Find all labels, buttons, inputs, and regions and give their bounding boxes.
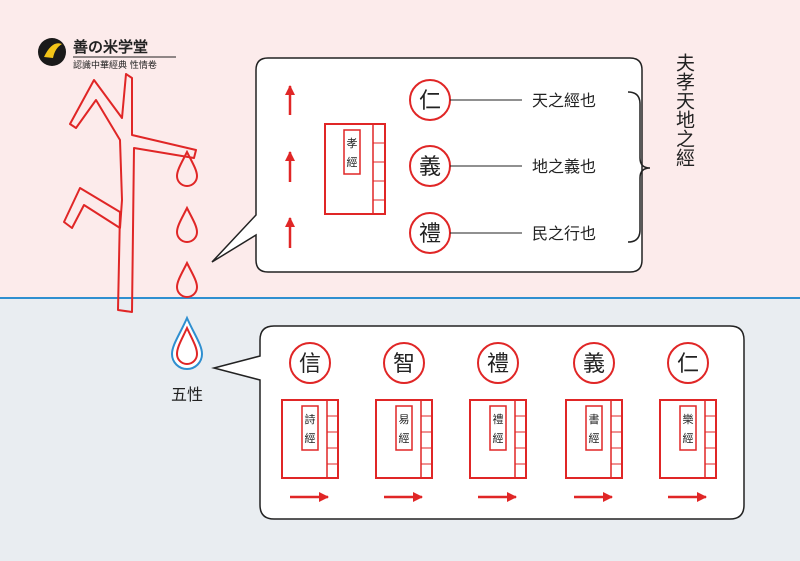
book-title-bottom: 經 bbox=[305, 431, 316, 445]
connector-lines bbox=[450, 99, 522, 234]
virtue-circle: 義 bbox=[419, 155, 441, 180]
book-yijing: 易 經 bbox=[375, 399, 433, 479]
summary-vertical: 夫孝天地之經 bbox=[673, 53, 695, 167]
logo: 善の米学堂 認識中華經典 性情卷 bbox=[38, 38, 176, 71]
statement: 地之義也 bbox=[532, 157, 596, 176]
book-shijing: 詩 經 bbox=[281, 399, 339, 479]
virtue-circle: 禮 bbox=[419, 222, 441, 247]
logo-title: 善の米学堂 bbox=[73, 38, 148, 56]
book-title-top: 書 bbox=[589, 412, 600, 426]
top-virtues: 仁 義 禮 bbox=[409, 79, 451, 254]
virtue-circle: 義 bbox=[583, 352, 605, 377]
virtue-circle: 仁 bbox=[419, 89, 441, 114]
virtue-circle: 信 bbox=[299, 352, 321, 377]
book-title-top: 易 bbox=[399, 413, 410, 426]
book-lijing: 禮 經 bbox=[469, 399, 527, 479]
virtue-circle: 禮 bbox=[487, 352, 509, 377]
book-title-top: 詩 bbox=[305, 413, 316, 426]
book-xiaojing: 孝 經 bbox=[324, 123, 386, 215]
bottom-virtues: 信 智 禮 義 仁 bbox=[289, 342, 709, 384]
statement: 民之行也 bbox=[532, 224, 596, 243]
statement: 天之經也 bbox=[532, 91, 596, 110]
book-title-top: 孝 bbox=[347, 137, 358, 150]
red-drops bbox=[175, 149, 199, 298]
book-title-bottom: 經 bbox=[589, 431, 600, 445]
book-title-bottom: 經 bbox=[683, 431, 694, 445]
brace bbox=[627, 91, 651, 243]
book-title-top: 樂 bbox=[683, 412, 694, 426]
book-title-top: 禮 bbox=[493, 413, 504, 426]
drop-icon bbox=[175, 205, 199, 243]
book-title-bottom: 經 bbox=[347, 155, 358, 169]
book-yuejing: 樂 經 bbox=[659, 399, 717, 479]
virtue-circle: 智 bbox=[393, 352, 415, 377]
drop-icon bbox=[175, 260, 199, 298]
book-shujing: 書 經 bbox=[565, 399, 623, 479]
tree bbox=[63, 73, 197, 313]
logo-subtitle: 認識中華經典 性情卷 bbox=[73, 59, 157, 71]
book-title-bottom: 經 bbox=[493, 431, 504, 445]
nature-label: 五性 bbox=[171, 385, 203, 404]
drop-icon bbox=[175, 149, 199, 187]
blue-drop-icon bbox=[170, 315, 204, 370]
book-title-bottom: 經 bbox=[399, 431, 410, 445]
virtue-circle: 仁 bbox=[677, 352, 699, 377]
